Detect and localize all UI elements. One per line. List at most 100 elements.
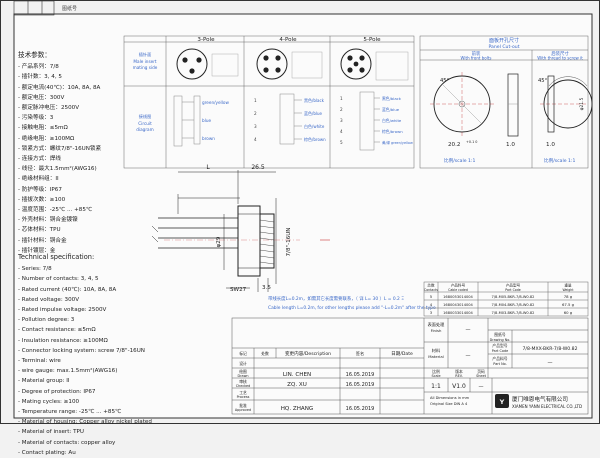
en-spec-block: Technical specification: - Series: 7/8 -… (18, 252, 152, 458)
label-material-en: Material (428, 354, 443, 359)
en-spec-line: - Material of contacts: copper alloy (18, 439, 116, 446)
panel-angle-1: 45° (440, 78, 450, 84)
panel-angle-2: 45° (538, 78, 548, 84)
scale-value: 1:1 (431, 383, 441, 390)
label-process-en: Process (237, 395, 250, 399)
panel-col1-en: With front bolts (461, 56, 492, 61)
pole-table (123, 35, 415, 169)
label-drawing-no-en: Drawing No. (490, 338, 511, 342)
parts-head-contacts-en: Contacts (424, 288, 438, 292)
row2-label-cn: 接线图 (139, 113, 152, 120)
wire3-3: brown (202, 136, 215, 141)
row1-label-en1: Male insert (133, 59, 157, 64)
parts-head-code-en: Cable coded (448, 288, 468, 292)
drawing-sheet: 图纸号 3-Pole 4-Pole 5-Pole 插针面 Male insert… (0, 0, 600, 424)
parts-row2-contacts: 4 (430, 302, 433, 307)
label-checked-en: Checked (236, 384, 251, 388)
drawn-date: 16.05.2019 (346, 372, 375, 378)
face-5-pole (340, 48, 409, 81)
svg-text:Y: Y (499, 398, 505, 406)
label-sheet-cn: 页码 (477, 369, 485, 374)
cn-spec-line: - 温度范围：-25℃ ... +85℃ (18, 207, 93, 214)
en-spec-line: - Temperature range: -25℃ ... +85℃ (18, 409, 122, 416)
en-spec-line: - Material group: II (18, 378, 70, 385)
company-name-en: XIAMEN YANN ELECTRICAL CO.,LTD (512, 404, 582, 409)
finish-value: — (466, 327, 471, 333)
en-spec-line: - Number of contacts: 3, 4, 5 (18, 276, 99, 283)
parts-row3-contacts: 3 (430, 310, 433, 315)
sheet-value: — (479, 384, 484, 390)
label-material-cn: 材料 (432, 347, 441, 354)
cn-spec-line: - 连接方式：焊线 (18, 156, 61, 163)
dim-phi29: φ29 (216, 236, 222, 247)
dims-note-2: Original Size DIN A 4 (430, 402, 468, 406)
label-checked-cn: 审核 (239, 379, 247, 384)
panel-side-front (507, 73, 519, 137)
rev-mark: 标记 (239, 351, 247, 356)
en-spec-line: - Rated current (40℃): 10A, 8A, 8A (18, 286, 117, 293)
drawing-frame (13, 13, 593, 419)
label-approved-cn: 批准 (239, 403, 247, 408)
parts-head-contacts-cn: 芯数 (427, 283, 435, 288)
circuit-4-pole (279, 93, 302, 145)
label-ver-en: REV. (455, 374, 462, 378)
parts-row1-weight: 78 g (564, 294, 573, 299)
pin5-4: 4 (340, 129, 343, 134)
parts-row2-part: 7/8-M04-BKR-7/8-W0.82 (492, 303, 535, 307)
check-date: 16.05.2019 (346, 382, 375, 388)
panel-cutout-front (430, 72, 494, 136)
corner-tab-label: 图纸号 (62, 5, 77, 12)
dims-note-1: All Dimensions in mm (430, 396, 470, 400)
panel-title-en: Panel Cut-out (488, 44, 519, 50)
corner-tab: 图纸号 (13, 0, 77, 16)
dim-L: L (206, 164, 210, 171)
pin5-1: 1 (340, 96, 343, 101)
panel-table (419, 35, 589, 169)
wire4-3: 白色/white (304, 123, 325, 129)
part-no-value: — (548, 360, 553, 366)
pin4-3: 3 (254, 124, 257, 129)
wire5-4: 棕色/brown (382, 129, 403, 134)
parts-row1-code: 1680053014004 (443, 295, 473, 299)
label-scale-en: Scale (431, 374, 440, 378)
label-ver-cn: 版本 (455, 369, 463, 374)
label-design: 设计 (239, 361, 247, 366)
parts-head-part-en: Part Code (505, 288, 521, 292)
rev-count: 处数 (261, 351, 269, 356)
panel-cutout-rear (540, 76, 593, 129)
panel-scale2: 比例/scale 1:1 (544, 157, 576, 164)
row1-label-en2: mating side (133, 65, 158, 70)
panel-col2-cn: 后装尺寸 (551, 50, 569, 57)
panel-title-cn: 面板开孔尺寸 (489, 37, 519, 44)
cn-spec-line: - 绝缘材料组：II (18, 176, 59, 183)
face-4-pole (256, 48, 323, 80)
pole-4-header: 4-Pole (279, 37, 297, 43)
label-part-no-en: Part No. (493, 362, 506, 366)
cn-spec-line: - 插针镀层：金 (18, 247, 56, 254)
title-block (231, 317, 589, 415)
row2-label-en2: diagram (136, 127, 153, 132)
row1-label-cn: 插针面 (139, 51, 152, 58)
cn-spec-title: 技术参数： (18, 51, 51, 59)
en-spec-line: - Terminal: wire (18, 358, 61, 365)
cn-spec-line: - 接触电阻：≤5mΩ (18, 125, 68, 132)
panel-dim1: 20.2 (448, 142, 460, 148)
appr-by: HQ. ZHANG (281, 406, 314, 412)
dim-3-5: 3.5 (262, 285, 271, 291)
parts-row2-code: 1680043014004 (443, 303, 473, 307)
wire5-3: 白色/white (382, 118, 402, 123)
rev-change: 变更内容/Description (285, 350, 331, 357)
wire5-2: 蓝色/blue (382, 107, 400, 112)
company-name-cn: 厦门唯恩电气有限公司 (512, 395, 568, 403)
check-by: ZQ. XU (287, 382, 307, 388)
label-product-name-cn: 产品型号 (492, 343, 507, 348)
face-3-pole (176, 48, 239, 80)
en-spec-line: - Insulation resistance: ≥100MΩ (18, 337, 108, 344)
pin5-5: 5 (340, 140, 343, 145)
en-spec-line: - Pollution degree: 3 (18, 317, 75, 324)
cn-spec-line: - 额定电压：300V (18, 94, 65, 101)
parts-row3-part: 7/8-M03-BKR-7/8-W0.82 (492, 311, 535, 315)
connector-side-view (151, 170, 330, 292)
wire3-2: blue (202, 118, 211, 123)
pole-3-header: 3-Pole (197, 37, 215, 43)
